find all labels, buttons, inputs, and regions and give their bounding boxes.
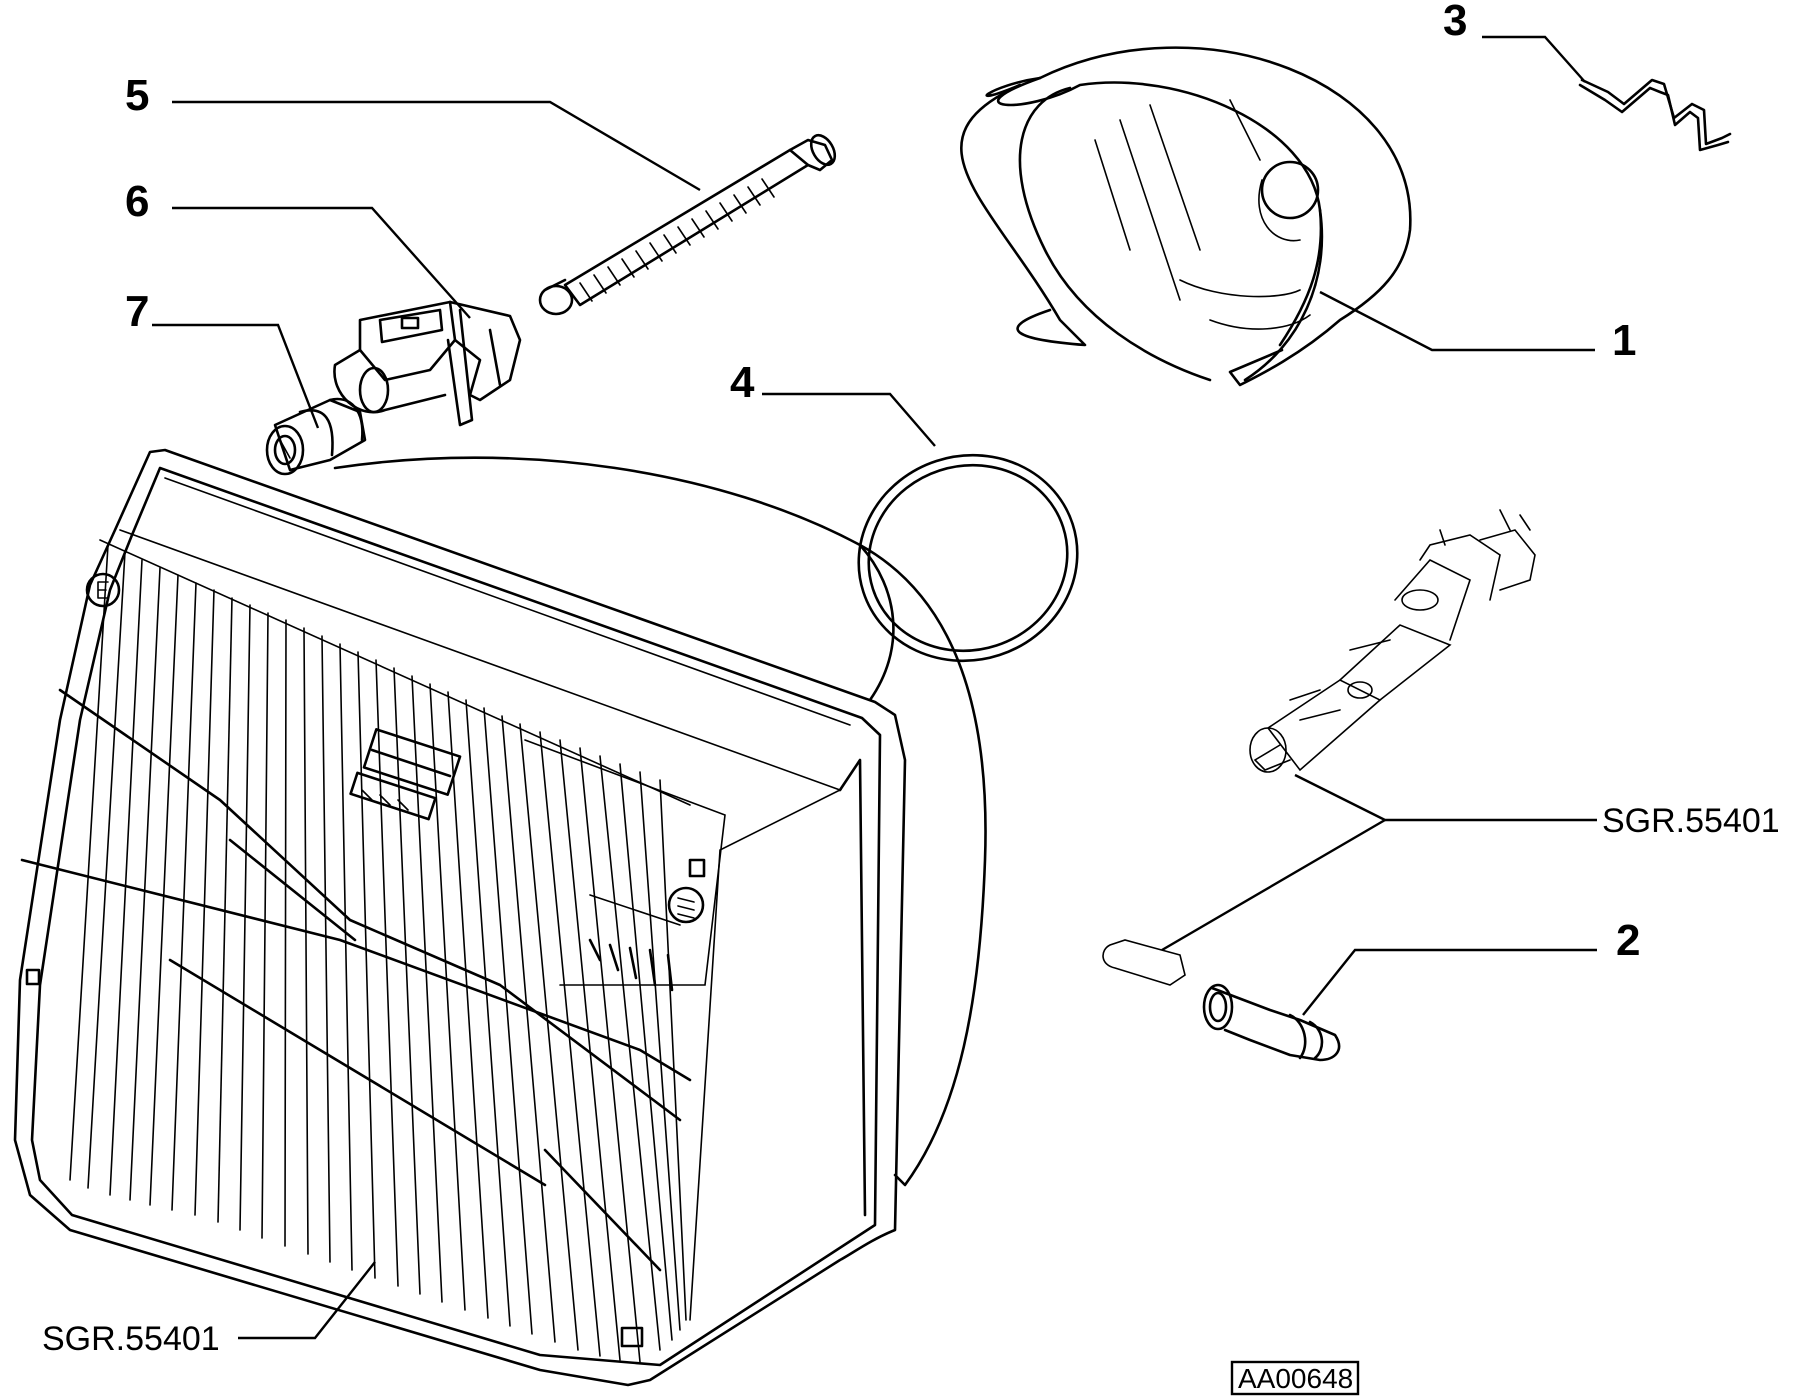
h4-bulb bbox=[1249, 509, 1536, 773]
reference-bulb-group: SGR.55401 bbox=[1602, 802, 1780, 840]
callout-4: 4 bbox=[730, 358, 755, 407]
callout-5: 5 bbox=[125, 71, 149, 120]
callout-3: 3 bbox=[1443, 0, 1467, 45]
seal-ring bbox=[857, 453, 1079, 663]
drawing-code-box bbox=[1230, 1360, 1360, 1396]
leader-lines bbox=[152, 35, 1597, 1340]
bulb-socket-hole bbox=[1260, 160, 1320, 220]
drawing-code: AA00648 bbox=[1238, 1363, 1353, 1394]
parking-bulb bbox=[1102, 939, 1341, 1062]
reflector-shell bbox=[960, 46, 1412, 387]
headlamp-rear-housing bbox=[333, 456, 987, 1187]
bracket bbox=[333, 300, 522, 427]
callout-2: 2 bbox=[1616, 916, 1640, 965]
spring-clip bbox=[1578, 78, 1732, 152]
beam-mark-icon bbox=[667, 886, 705, 924]
adjustment-screw bbox=[538, 133, 837, 316]
callout-7: 7 bbox=[125, 287, 149, 336]
reference-headlamp-group: SGR.55401 bbox=[42, 1320, 220, 1358]
headlamp-assembly bbox=[13, 448, 987, 1387]
bulb-socket bbox=[265, 397, 367, 476]
lens-flutes bbox=[69, 544, 687, 1363]
callout-6: 6 bbox=[125, 177, 149, 226]
e-mark-icon bbox=[85, 572, 121, 608]
fiat-logo-badge bbox=[362, 728, 462, 796]
callout-1: 1 bbox=[1612, 316, 1636, 365]
headlamp-lens-frame bbox=[13, 448, 907, 1387]
